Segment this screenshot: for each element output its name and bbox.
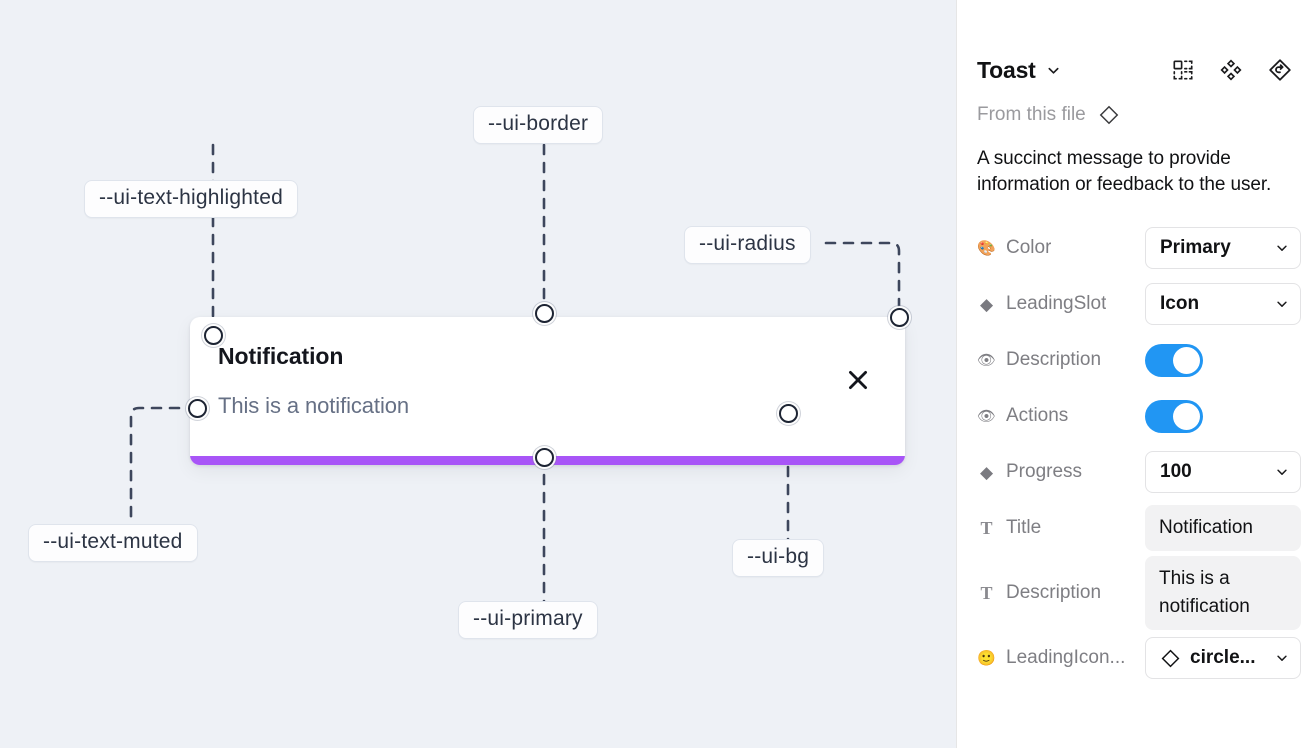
- property-label-description-visibility: 👁 Description: [977, 349, 1102, 370]
- property-label-progress: ◆ Progress: [977, 461, 1145, 483]
- property-label-color: 🎨 Color: [977, 237, 1052, 258]
- chevron-down-icon: [1275, 297, 1289, 311]
- spec-label-ui-primary[interactable]: --ui-primary: [458, 601, 598, 639]
- handle-border[interactable]: [535, 304, 554, 323]
- smiley-emoji: 🙂: [977, 649, 996, 667]
- diamond-component-icon: [1098, 104, 1120, 126]
- toggle-knob: [1173, 346, 1200, 374]
- title-input[interactable]: Notification: [1145, 505, 1301, 551]
- handle-radius[interactable]: [890, 308, 909, 327]
- spec-label-ui-text-highlighted[interactable]: --ui-text-highlighted: [84, 180, 298, 218]
- diamond-component-icon: [1160, 648, 1181, 669]
- panel-header-actions: [1172, 58, 1292, 82]
- close-icon[interactable]: [845, 367, 871, 393]
- property-row-leadingslot: ◆ LeadingSlot Icon: [977, 276, 1301, 332]
- panel-header: Toast: [977, 44, 1292, 96]
- property-row-progress: ◆ Progress 100: [977, 444, 1301, 500]
- toast-title: Notification: [218, 343, 344, 369]
- from-this-file-label: From this file: [977, 104, 1086, 125]
- text-icon: T: [980, 583, 993, 603]
- chevron-down-icon: [1275, 241, 1289, 255]
- property-label-leadingicon: 🙂 LeadingIcon...: [977, 647, 1126, 668]
- eye-emoji: 👁: [977, 407, 997, 425]
- eye-emoji: 👁: [977, 351, 997, 369]
- handle-bg[interactable]: [779, 404, 798, 423]
- palette-emoji: 🎨: [977, 239, 996, 257]
- reset-instance-icon[interactable]: [1268, 58, 1292, 82]
- property-row-description-text: T Description This is a notification: [977, 556, 1301, 630]
- spec-label-ui-radius[interactable]: --ui-radius: [684, 226, 811, 264]
- component-description: A succinct message to provide informatio…: [977, 148, 1272, 195]
- chevron-down-icon: [1275, 465, 1289, 479]
- property-label-actions-visibility: 👁 Actions: [977, 405, 1069, 426]
- chevron-down-icon[interactable]: [1046, 63, 1061, 78]
- design-canvas[interactable]: Notification This is a notification --ui…: [0, 0, 956, 748]
- diamond-icon: ◆: [979, 462, 994, 482]
- properties-panel: Toast: [956, 0, 1312, 748]
- variants-icon[interactable]: [1220, 59, 1242, 81]
- from-this-file-row[interactable]: From this file: [977, 104, 1292, 126]
- description-input[interactable]: This is a notification: [1145, 556, 1301, 630]
- leadingicon-select[interactable]: circle...: [1145, 637, 1301, 679]
- toast-component[interactable]: Notification This is a notification: [190, 317, 905, 465]
- property-label-title: T Title: [977, 517, 1145, 539]
- property-row-actions-visibility: 👁 Actions: [977, 388, 1292, 444]
- handle-text-highlighted[interactable]: [204, 326, 223, 345]
- handle-primary[interactable]: [535, 448, 554, 467]
- description-toggle[interactable]: [1145, 343, 1203, 377]
- handle-text-muted[interactable]: [188, 399, 207, 418]
- leadingslot-select[interactable]: Icon: [1145, 283, 1301, 325]
- panel-title: Toast: [977, 56, 1036, 83]
- connector-lines: [129, 143, 901, 604]
- component-set-icon[interactable]: [1172, 59, 1194, 81]
- spec-label-ui-text-muted[interactable]: --ui-text-muted: [28, 524, 198, 562]
- diamond-icon: ◆: [979, 294, 994, 314]
- toast-description: This is a notification: [218, 393, 409, 418]
- actions-toggle[interactable]: [1145, 399, 1203, 433]
- property-row-description-visibility: 👁 Description: [977, 332, 1292, 388]
- toggle-knob: [1173, 402, 1200, 430]
- spec-label-ui-bg[interactable]: --ui-bg: [732, 539, 825, 577]
- property-list: 🎨 Color Primary ◆ LeadingSlot: [977, 220, 1301, 686]
- spec-label-ui-border[interactable]: --ui-border: [473, 106, 604, 144]
- property-row-color: 🎨 Color Primary: [977, 220, 1301, 276]
- progress-select[interactable]: 100: [1145, 451, 1301, 493]
- color-select[interactable]: Primary: [1145, 227, 1301, 269]
- property-label-leadingslot: ◆ LeadingSlot: [977, 293, 1145, 315]
- property-row-title: T Title Notification: [977, 500, 1301, 556]
- text-icon: T: [980, 518, 993, 538]
- property-row-leadingicon: 🙂 LeadingIcon... circle...: [977, 630, 1301, 686]
- chevron-down-icon: [1275, 651, 1289, 665]
- property-label-description-text: T Description: [977, 582, 1145, 604]
